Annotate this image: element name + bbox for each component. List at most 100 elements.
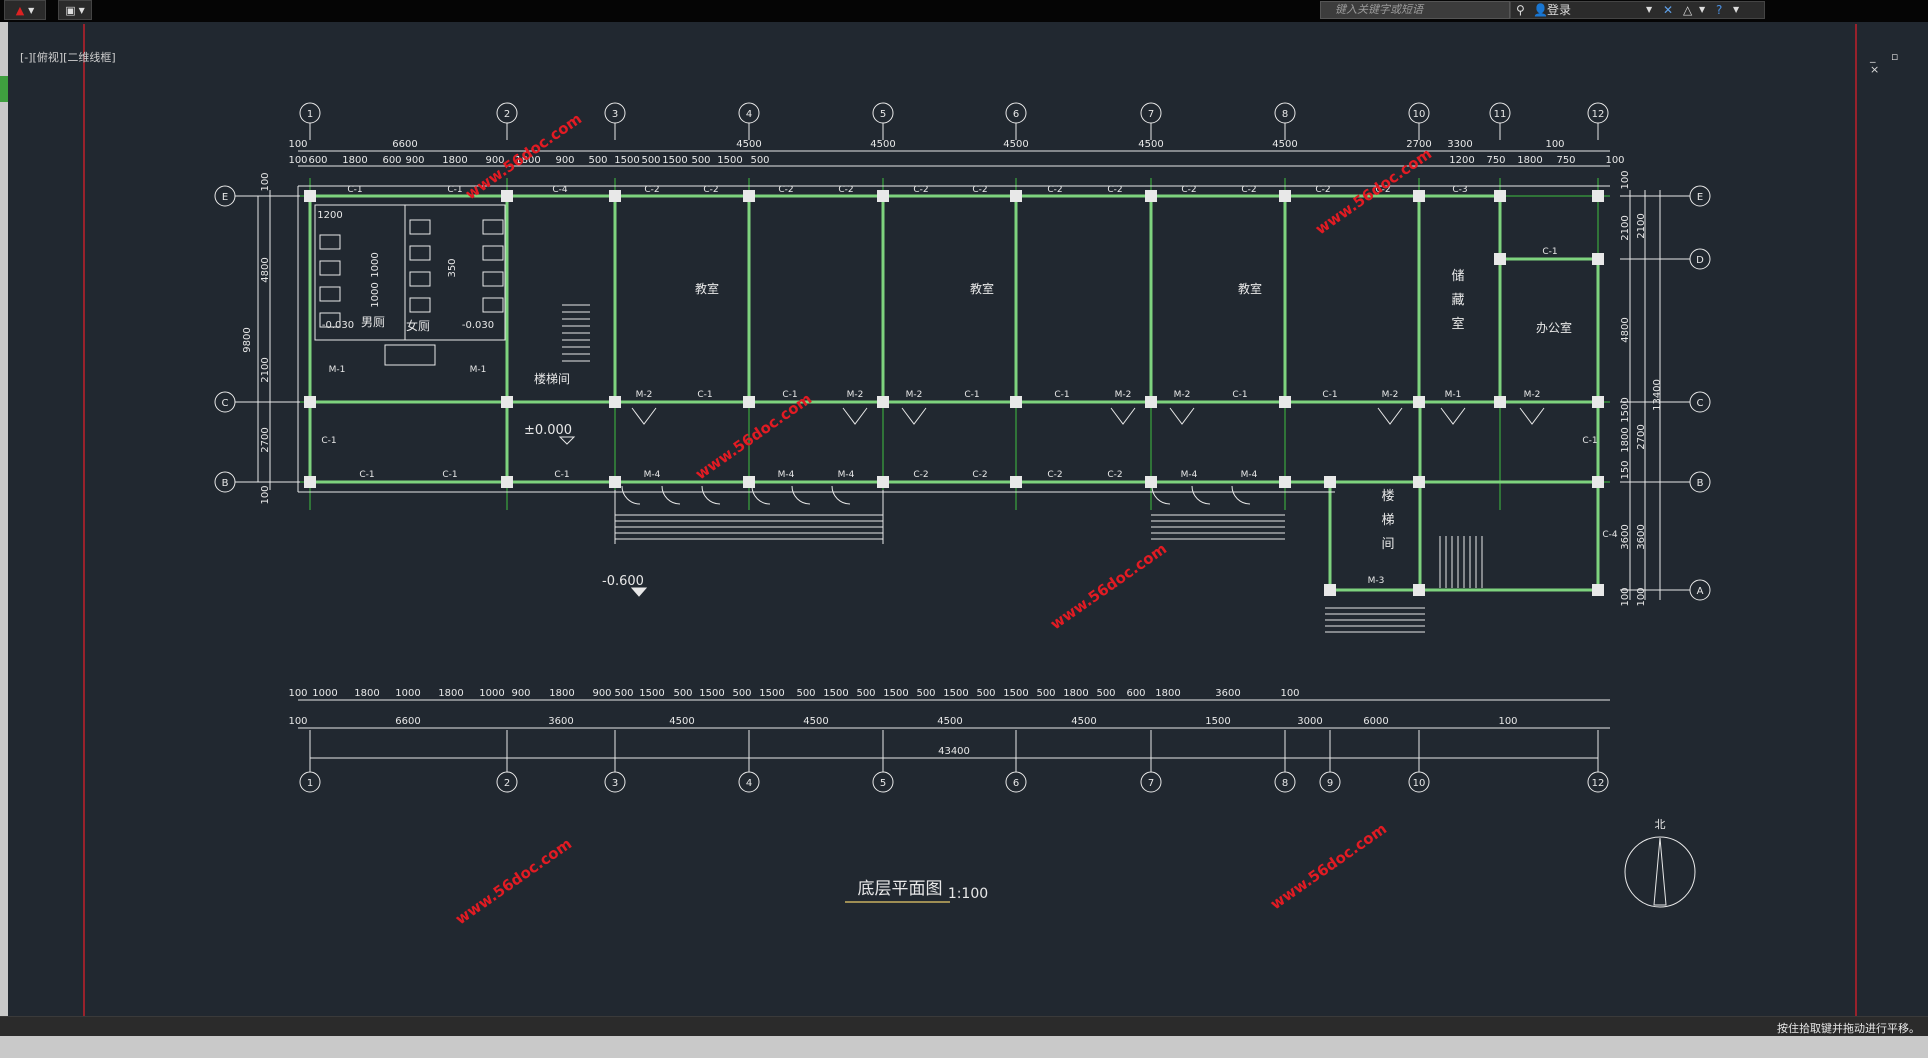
column (743, 190, 755, 202)
watermark-text: www.56doc.com (1267, 820, 1390, 914)
column (501, 476, 513, 488)
dimension-text: 900 (592, 688, 611, 699)
dimension-text: 1800 (442, 155, 467, 166)
dimension-text-right: 150 (1620, 460, 1631, 479)
dimension-text: 100 (288, 688, 307, 699)
dimension-text-right: 1500 (1620, 397, 1631, 422)
dimension-text: 600 (382, 155, 401, 166)
room-label: 教室 (1238, 281, 1262, 296)
room-label: 男厕 (361, 315, 385, 329)
dimension-text: 1500 (717, 155, 742, 166)
user-icon: 👤 (1533, 3, 1548, 17)
dimension-text: 1800 (549, 688, 574, 699)
help-icon[interactable]: ? (1716, 3, 1723, 17)
drawing-title: 底层平面图 (858, 879, 943, 899)
dimension-text: 500 (1036, 688, 1055, 699)
window-tag: C-1 (1054, 390, 1069, 400)
dimension-text: 1200 (317, 210, 342, 221)
dimension-text: 1500 (639, 688, 664, 699)
room-label: 梯 (1381, 513, 1394, 528)
toilet-fixture (409, 271, 431, 287)
login-button[interactable]: 登录 (1547, 3, 1572, 17)
axis-letter-right: D (1696, 255, 1704, 266)
dimension-text: 3300 (1447, 139, 1472, 150)
chevron-down-icon[interactable]: ▼ (1646, 5, 1653, 14)
chevron-down-icon: ▼ (28, 5, 35, 15)
dimension-text: 3600 (1215, 688, 1240, 699)
dimension-text-right: 4800 (1620, 317, 1631, 342)
column (877, 396, 889, 408)
left-edge-strip (0, 22, 8, 1036)
level-mark: -0.030 (322, 320, 354, 331)
column (609, 396, 621, 408)
room-label: 楼 (1381, 489, 1394, 504)
window-tag: C-1 (321, 436, 336, 446)
viewport-label[interactable]: [-][俯视][二维线框] (20, 51, 116, 64)
a360-icon[interactable]: △ (1683, 3, 1693, 17)
level-mark: -0.600 (602, 574, 644, 589)
level-mark: ±0.000 (524, 423, 572, 438)
dimension-text: 600 (308, 155, 327, 166)
dimension-text: 1200 (1449, 155, 1474, 166)
column (609, 190, 621, 202)
app-menu-button[interactable]: ▲▼ (4, 0, 46, 20)
column (1592, 190, 1604, 202)
status-message: 按住拾取键并拖动进行平移。 (1777, 1022, 1920, 1035)
door-arc (831, 485, 851, 505)
axis-number-top: 6 (1013, 109, 1019, 120)
dimension-text-left: 2100 (260, 357, 271, 382)
dimension-text: 500 (856, 688, 875, 699)
door-swing (842, 407, 868, 425)
door-swing (1519, 407, 1545, 425)
chevron-down-icon[interactable]: ▼ (1699, 5, 1706, 14)
dimension-text: 1000 (395, 688, 420, 699)
column (743, 396, 755, 408)
axis-number-top: 4 (746, 109, 752, 120)
door-swing (1110, 407, 1136, 425)
door-tag: M-4 (644, 470, 661, 480)
info-center-bar: ⚲ 👤 登录 ▼ ✕ △ ▼ ? ▼ (1510, 1, 1765, 19)
window-tag: C-1 (964, 390, 979, 400)
dimension-text: 1500 (614, 155, 639, 166)
quick-access-button[interactable]: ▣▼ (58, 0, 92, 20)
door-tag: M-1 (470, 365, 487, 375)
axis-number-top: 10 (1413, 109, 1426, 120)
room-label: 女厕 (406, 318, 430, 333)
exchange-icon[interactable]: ✕ (1663, 3, 1674, 17)
dimension-text: 900 (555, 155, 574, 166)
window-tag: C-2 (1375, 185, 1390, 195)
door-swing (1169, 407, 1195, 425)
door-arc (661, 485, 681, 505)
door-tag: M-1 (1445, 390, 1462, 400)
window-tag: C-1 (447, 185, 462, 195)
search-input[interactable]: 键入关键字或短语 (1320, 1, 1510, 19)
column (1324, 476, 1336, 488)
column (1413, 476, 1425, 488)
dimension-text: 100 (1545, 139, 1564, 150)
window-tag: C-2 (1241, 185, 1256, 195)
dimension-text: 1000 (370, 282, 381, 307)
column (1592, 584, 1604, 596)
dimension-text: 350 (447, 258, 458, 277)
axis-number-top: 11 (1494, 109, 1507, 120)
axis-number-bottom: 12 (1592, 778, 1605, 789)
toilet-fixture (482, 297, 504, 313)
dimension-text: 4500 (870, 139, 895, 150)
chevron-down-icon[interactable]: ▼ (1733, 5, 1740, 14)
column (1592, 476, 1604, 488)
room-label: 藏 (1451, 293, 1464, 308)
door-tag: M-3 (1368, 576, 1385, 586)
axis-number-bottom: 10 (1413, 778, 1426, 789)
dimension-text-right: 13400 (1652, 379, 1663, 411)
window-tag: C-2 (1315, 185, 1330, 195)
door-arc (701, 485, 721, 505)
column (1010, 190, 1022, 202)
binoculars-icon[interactable]: ⚲ (1516, 3, 1525, 17)
dimension-text: 1500 (883, 688, 908, 699)
axis-letter-right: E (1697, 192, 1703, 203)
viewport-window-controls[interactable]: _ ▫ × (1870, 50, 1905, 76)
axis-letter-right: C (1697, 398, 1704, 409)
column (501, 396, 513, 408)
dimension-text: 6600 (395, 716, 420, 727)
